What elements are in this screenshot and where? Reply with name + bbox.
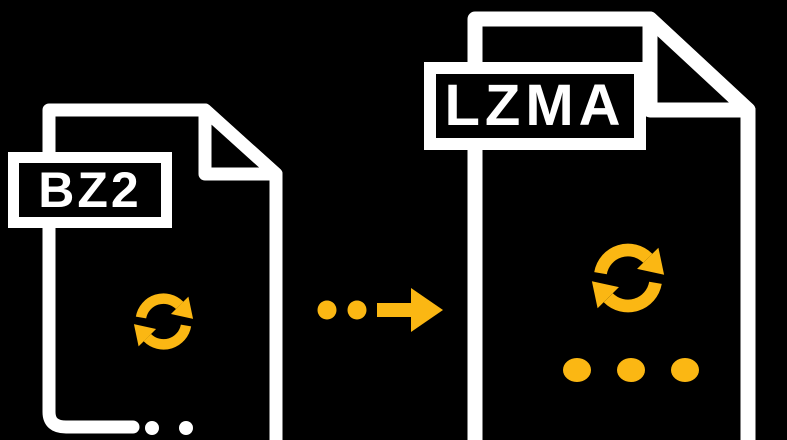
ellipsis-dots-icon: [563, 358, 699, 382]
refresh-icon: [591, 243, 665, 313]
conversion-connector: [317, 288, 443, 332]
source-file-label-text: BZ2: [38, 162, 142, 218]
source-file-icon: [42, 103, 283, 440]
connector-dot: [317, 300, 337, 320]
target-file-icon: [467, 11, 756, 440]
page-bottom-dots: [145, 421, 193, 435]
target-file-label: LZMA: [424, 62, 646, 150]
source-file-label: BZ2: [8, 152, 172, 228]
connector-dot: [347, 300, 367, 320]
arrow-right-icon: [377, 288, 443, 332]
target-file-label-text: LZMA: [444, 73, 626, 138]
refresh-icon: [133, 293, 194, 350]
folded-corner: [642, 11, 756, 118]
folded-corner: [198, 103, 283, 181]
